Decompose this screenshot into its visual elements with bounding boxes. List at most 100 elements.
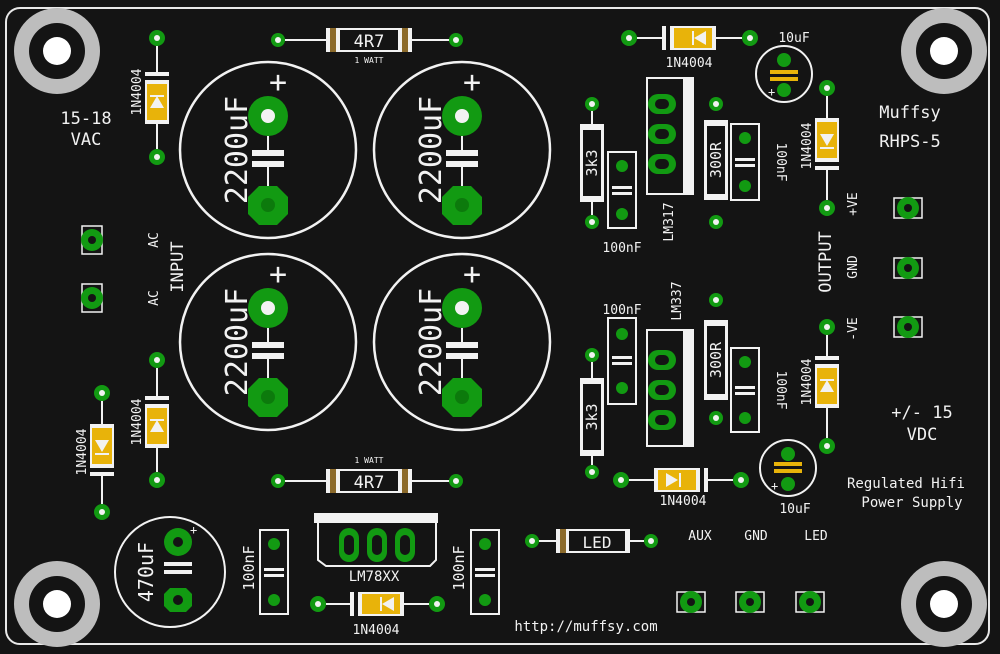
resistor-300r-top: 300R [704, 97, 728, 229]
mounting-hole-top-left [14, 8, 100, 94]
board-description-line2: Power Supply [861, 495, 962, 511]
input-voltage-unit: VAC [71, 130, 102, 150]
cap-c3-value: 2200uF [220, 288, 255, 396]
film-cap-label: 100nF [450, 545, 468, 590]
diode-d5: 1N4004 [613, 468, 749, 509]
regulator-lm317-label: LM317 [662, 202, 677, 241]
aux-label: AUX [688, 529, 712, 544]
mounting-hole-top-right [901, 8, 987, 94]
capacitor-10uf-top: + 10uF [755, 31, 813, 103]
resistor-led: LED [525, 529, 658, 553]
resistor-4r7-top: 4R7 1 WATT [271, 28, 463, 65]
film-cap-label: 100nF [240, 545, 258, 590]
out-pos-label: +VE [846, 192, 861, 215]
board-title: Muffsy [879, 103, 940, 123]
output-pos-pad [893, 197, 923, 219]
cap-plus-mark: + [190, 523, 197, 537]
resistor-300r-label: 300R [707, 341, 725, 378]
diode-d8: 1N4004 [800, 319, 839, 454]
output-gnd-pad [893, 257, 923, 279]
capacitor-100nf-3: 100nF [602, 303, 642, 405]
diode-d2: 1N4004 [130, 352, 169, 488]
ac-label-top: AC [147, 232, 162, 248]
gnd-label: GND [744, 529, 768, 544]
cap-plus-mark: + [771, 479, 778, 493]
diode-label: 1N4004 [353, 623, 400, 638]
cap-c2-value: 2200uF [414, 96, 449, 204]
input-voltage-label: 15-18 [60, 109, 111, 129]
resistor-led-label: LED [583, 533, 612, 552]
cap-plus-mark: + [463, 257, 481, 292]
cap-10uf-label: 10uF [779, 502, 810, 517]
cap-plus-mark: + [768, 85, 775, 99]
capacitor-100nf-5: 100nF [240, 529, 289, 615]
resistor-rating: 1 WATT [355, 456, 384, 465]
led-label: LED [804, 529, 828, 544]
film-cap-label: 100nF [773, 370, 788, 409]
resistor-4r7-bottom: 4R7 1 WATT [271, 456, 463, 493]
board-outline [5, 7, 990, 645]
resistor-3k3-label: 3k3 [583, 403, 601, 430]
diode-d3: 1N4004 [75, 385, 114, 520]
resistor-3k3-label: 3k3 [583, 149, 601, 176]
diode-label: 1N4004 [130, 398, 145, 445]
diode-label: 1N4004 [75, 428, 90, 475]
capacitor-470uf: + 470uF [114, 516, 226, 628]
capacitor-100nf-4: 100nF [730, 347, 788, 433]
capacitor-100nf-2: 100nF [730, 123, 788, 201]
diode-d7: 1N4004 [800, 80, 839, 216]
cap-plus-mark: + [269, 65, 287, 100]
resistor-3k3-bottom: 3k3 [580, 348, 604, 479]
diode-d1: 1N4004 [130, 30, 169, 165]
capacitor-c3: + 2200uF [178, 252, 358, 432]
cap-c1-value: 2200uF [220, 96, 255, 204]
resistor-rating: 1 WATT [355, 56, 384, 65]
film-cap-label: 100nF [602, 303, 641, 318]
mounting-hole-bottom-right [901, 561, 987, 647]
led-pad [795, 591, 825, 613]
out-neg-label: -VE [846, 317, 861, 340]
cap-10uf-label: 10uF [778, 31, 809, 46]
diode-label: 1N4004 [800, 358, 815, 405]
resistor-3k3-top: 3k3 [580, 97, 604, 229]
diode-d6: 1N4004 [310, 592, 445, 638]
capacitor-10uf-bottom: + 10uF [759, 439, 817, 517]
capacitor-c2: + 2200uF [372, 60, 552, 240]
output-label: OUTPUT [816, 231, 836, 292]
diode-label: 1N4004 [800, 122, 815, 169]
diode-label: 1N4004 [130, 68, 145, 115]
diode-d4: 1N4004 [621, 26, 758, 71]
website-url: http://muffsy.com [514, 619, 657, 635]
diode-label: 1N4004 [666, 56, 713, 71]
aux-pad [676, 591, 706, 613]
output-voltage-unit: VDC [907, 425, 938, 445]
regulator-lm337: LM337 [646, 281, 694, 447]
capacitor-100nf-1: 100nF [602, 151, 642, 256]
diode-label: 1N4004 [660, 494, 707, 509]
output-neg-pad [893, 316, 923, 338]
out-gnd-label: GND [846, 255, 861, 279]
resistor-300r-label: 300R [707, 141, 725, 178]
mounting-hole-bottom-left [14, 561, 100, 647]
resistor-value: 4R7 [354, 32, 385, 52]
input-label: INPUT [168, 241, 188, 292]
film-cap-label: 100nF [773, 142, 788, 181]
cap-470uf-label: 470uF [134, 542, 158, 602]
capacitor-100nf-6: 100nF [450, 529, 500, 615]
resistor-value: 4R7 [354, 473, 385, 493]
board-model: RHPS-5 [879, 132, 940, 152]
ac-input-pad-2 [81, 283, 103, 313]
cap-plus-mark: + [463, 65, 481, 100]
capacitor-c4: + 2200uF [372, 252, 552, 432]
capacitor-c1: + 2200uF [178, 60, 358, 240]
regulator-lm317: LM317 [646, 77, 694, 242]
ac-label-bottom: AC [147, 290, 162, 306]
gnd-pad [735, 591, 765, 613]
resistor-300r-bottom: 300R [704, 293, 728, 425]
regulator-lm78xx: LM78XX [314, 513, 438, 585]
regulator-lm78xx-label: LM78XX [349, 569, 400, 585]
cap-plus-mark: + [269, 257, 287, 292]
cap-c4-value: 2200uF [414, 288, 449, 396]
